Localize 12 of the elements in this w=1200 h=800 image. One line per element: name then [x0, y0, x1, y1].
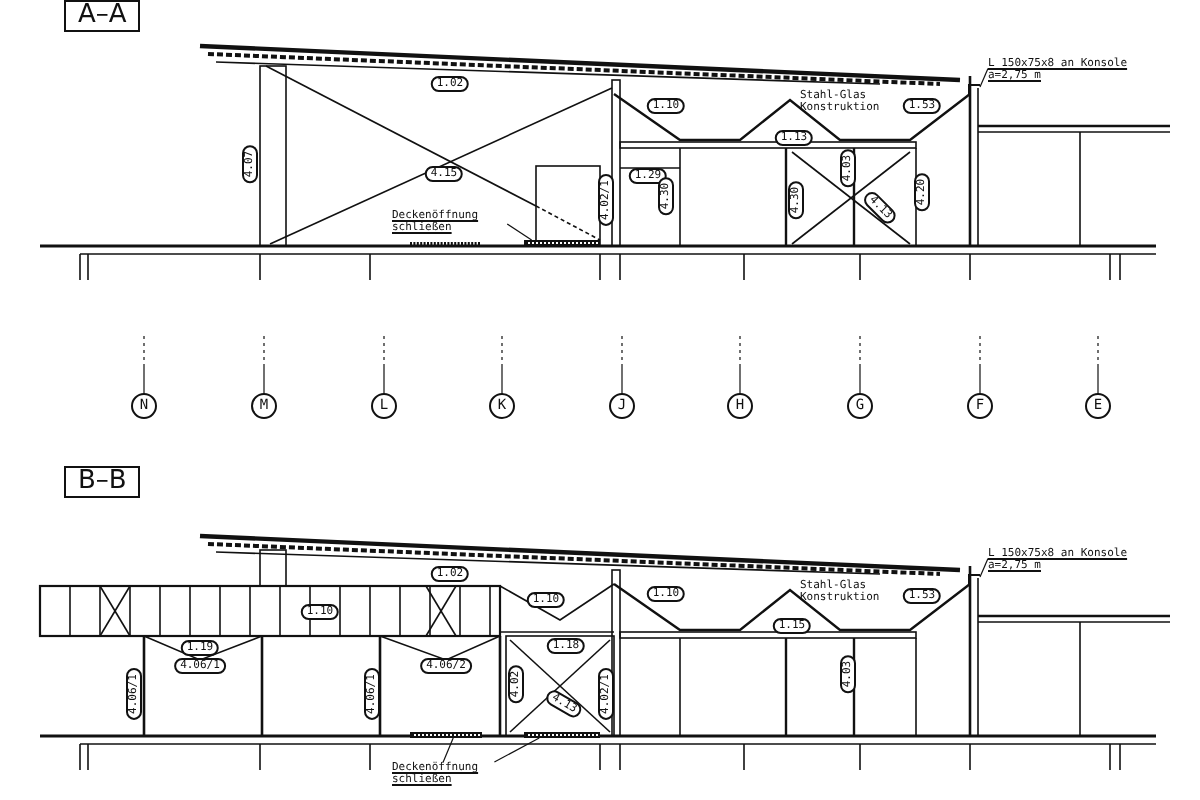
floor-opening-hatch: [524, 732, 600, 738]
section-marker: A–A: [64, 0, 141, 32]
floor-opening-hatch: [410, 732, 482, 738]
leader-line: [979, 67, 989, 88]
steel-angle: [968, 574, 980, 584]
floor-opening-hatch: [524, 240, 600, 246]
leader-line: [506, 223, 533, 241]
leader-line: [979, 557, 989, 578]
steel-angle: [968, 84, 980, 94]
section-marker: B–B: [64, 466, 141, 498]
leader-line: [442, 737, 454, 763]
leader-line: [493, 737, 540, 763]
